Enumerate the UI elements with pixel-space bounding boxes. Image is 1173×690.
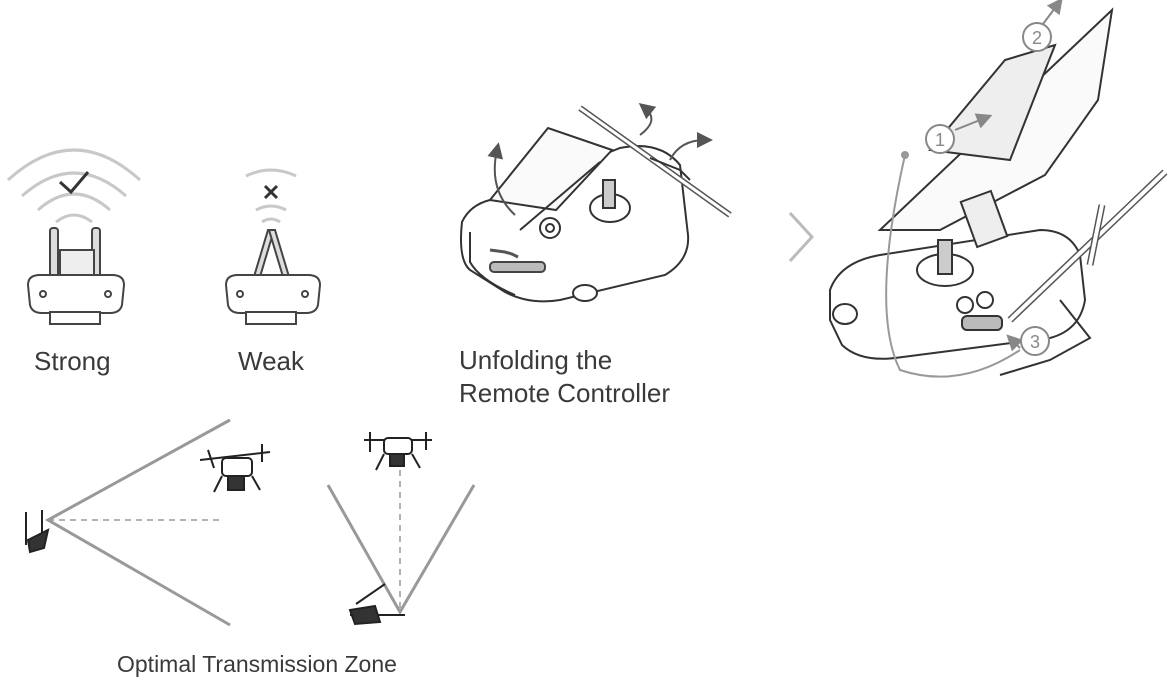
arrow-icon [1006,334,1024,352]
drone-icon [364,432,432,471]
arrow-icon [954,113,993,131]
signal-waves-strong [6,148,142,224]
arrow-icon [487,142,516,216]
drone-icon [199,444,271,493]
unfolding-label: Unfolding the Remote Controller [459,344,670,409]
strong-signal-figure [6,148,142,325]
arrow-icon [638,102,657,136]
step-1-label: 1 [935,130,945,150]
step-1-circle [925,124,955,154]
transmission-zone-horizontal [25,418,271,627]
unfolding-controller-figure [460,102,732,303]
remote-controller-icon [348,583,405,626]
step-2-label: 2 [1032,28,1042,48]
step-3-label: 3 [1030,332,1040,352]
weak-signal-label: Weak [238,346,304,376]
transmission-zone-label: Optimal Transmission Zone [117,651,397,677]
signal-waves-weak [245,168,297,224]
arrow-icon [669,132,713,161]
remote-controller-icon [224,229,322,325]
chevron-right-icon [788,211,815,263]
strong-signal-label: Strong [34,346,111,376]
unfolding-label-line-1: Unfolding the [459,345,613,375]
step-2-circle [1022,22,1052,52]
transmission-zone-vertical [326,432,476,626]
unfolding-label-line-2: Remote Controller [459,377,670,408]
step-3-circle [1020,326,1050,356]
remote-controller-icon [25,510,50,554]
weak-signal-figure [224,168,322,325]
cross-icon [263,184,279,200]
remote-controller-icon [26,227,126,325]
mounted-controller-figure [829,0,1168,378]
check-icon [58,171,90,195]
